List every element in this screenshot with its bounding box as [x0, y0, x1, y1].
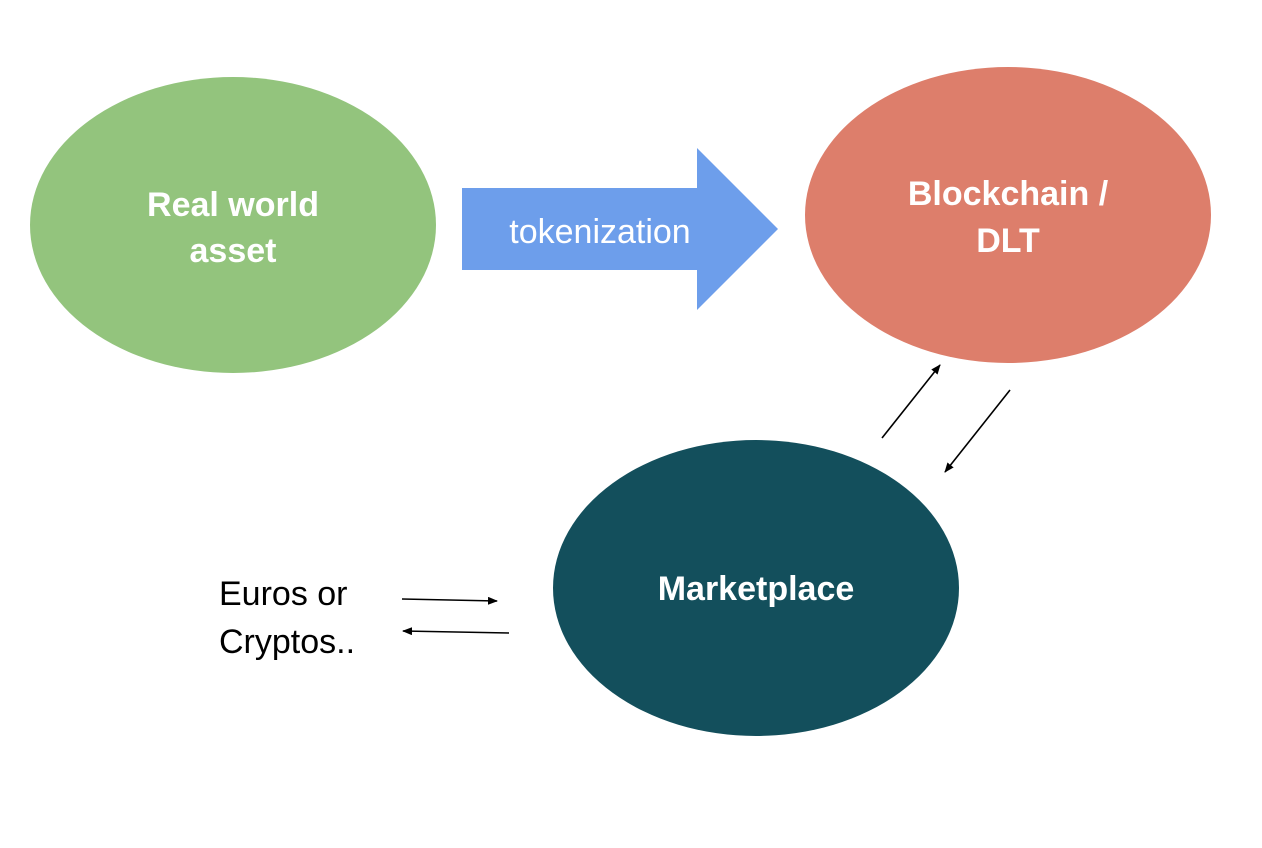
blockchain-to-marketplace-arrow: [944, 389, 1011, 473]
blockchain-label-line2: DLT: [976, 222, 1040, 260]
currency-to-marketplace-arrow: [401, 596, 498, 605]
exchange-label-line2: Cryptos..: [219, 623, 355, 661]
blockchain-ellipse: [805, 67, 1211, 363]
tokenization-label: tokenization: [509, 213, 690, 251]
marketplace-label: Marketplace: [658, 570, 855, 608]
real-world-asset-ellipse: [30, 77, 436, 373]
real-world-asset-label-line1: Real world: [147, 186, 319, 224]
marketplace-node: Marketplace: [553, 440, 959, 736]
blockchain-label-line1: Blockchain /: [908, 175, 1109, 213]
marketplace-to-blockchain-arrow: [881, 364, 941, 439]
tokenization-arrow-shape: [462, 148, 778, 310]
real-world-asset-label-line2: asset: [190, 232, 277, 270]
marketplace-ellipse: [553, 440, 959, 736]
exchange-label: Euros or Cryptos..: [219, 575, 355, 661]
real-world-asset-node: Real world asset: [30, 77, 436, 373]
tokenization-arrow: tokenization: [462, 148, 778, 310]
blockchain-node: Blockchain / DLT: [805, 67, 1211, 363]
marketplace-to-currency-arrow: [402, 627, 510, 636]
exchange-label-line1: Euros or: [219, 575, 348, 613]
